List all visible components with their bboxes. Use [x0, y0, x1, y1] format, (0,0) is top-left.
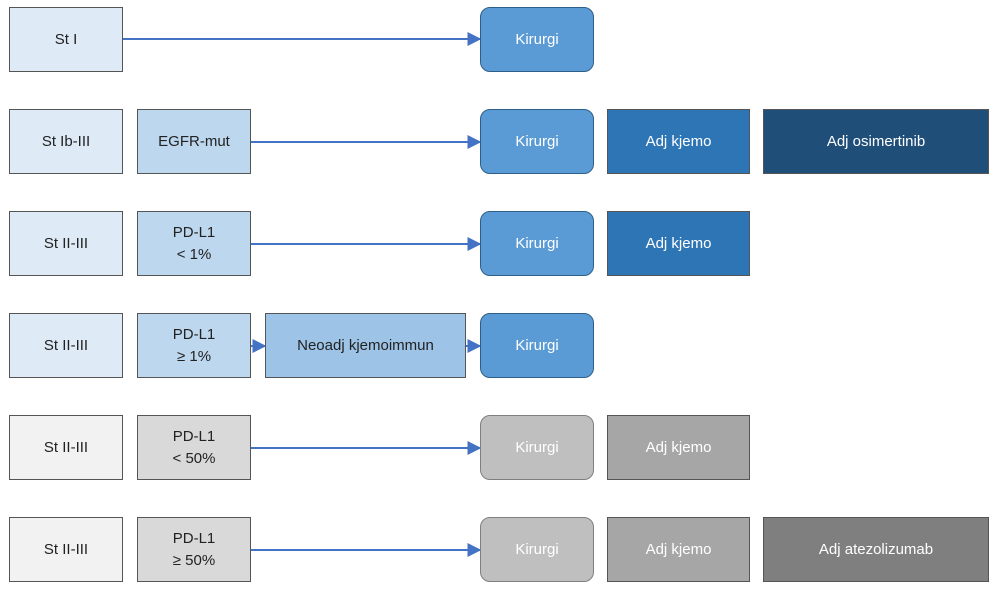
neoadjuvant-box-row-4: Neoadj kjemoimmun: [265, 313, 466, 378]
marker-box-row-3: PD-L1 < 1%: [137, 211, 251, 276]
surgery-label: Kirurgi: [515, 540, 559, 558]
neoadjuvant-label: Neoadj kjemoimmun: [297, 336, 434, 354]
surgery-box-row-6: Kirurgi: [480, 517, 594, 582]
stage-box-row-2: St Ib-III: [9, 109, 123, 174]
stage-label: St II-III: [43, 438, 89, 456]
marker-label: EGFR-mut: [158, 132, 230, 150]
stage-box-row-4: St II-III: [9, 313, 123, 378]
stage-box-row-5: St II-III: [9, 415, 123, 480]
adjuvant-box-row-2: Adj kjemo: [607, 109, 750, 174]
adjuvant-label: Adj kjemo: [645, 234, 712, 252]
adjuvant-box-row-3: Adj kjemo: [607, 211, 750, 276]
adjuvant-label: Adj kjemo: [645, 132, 712, 150]
surgery-label: Kirurgi: [515, 336, 559, 354]
surgery-label: Kirurgi: [515, 438, 559, 456]
surgery-box-row-4: Kirurgi: [480, 313, 594, 378]
marker-box-row-6: PD-L1 ≥ 50%: [137, 517, 251, 582]
adjuvant2-label: Adj osimertinib: [826, 132, 926, 150]
adjuvant2-label: Adj atezolizumab: [818, 540, 934, 558]
surgery-box-row-1: Kirurgi: [480, 7, 594, 72]
stage-label: St II-III: [43, 336, 89, 354]
stage-box-row-6: St II-III: [9, 517, 123, 582]
surgery-label: Kirurgi: [515, 30, 559, 48]
stage-label: St II-III: [43, 234, 89, 252]
stage-box-row-1: St I: [9, 7, 123, 72]
stage-label: St Ib-III: [41, 132, 91, 150]
stage-label: St I: [54, 30, 78, 48]
surgery-box-row-3: Kirurgi: [480, 211, 594, 276]
stage-box-row-3: St II-III: [9, 211, 123, 276]
surgery-label: Kirurgi: [515, 132, 559, 150]
adjuvant-box-row-6: Adj kjemo: [607, 517, 750, 582]
stage-label: St II-III: [43, 540, 89, 558]
marker-label: PD-L1 < 50%: [172, 427, 216, 467]
marker-box-row-2: EGFR-mut: [137, 109, 251, 174]
marker-box-row-4: PD-L1 ≥ 1%: [137, 313, 251, 378]
adjuvant-label: Adj kjemo: [645, 540, 712, 558]
marker-box-row-5: PD-L1 < 50%: [137, 415, 251, 480]
marker-label: PD-L1 < 1%: [172, 223, 216, 263]
adjuvant2-box-row-6: Adj atezolizumab: [763, 517, 989, 582]
surgery-label: Kirurgi: [515, 234, 559, 252]
surgery-box-row-5: Kirurgi: [480, 415, 594, 480]
marker-label: PD-L1 ≥ 50%: [172, 529, 216, 569]
adjuvant2-box-row-2: Adj osimertinib: [763, 109, 989, 174]
adjuvant-label: Adj kjemo: [645, 438, 712, 456]
surgery-box-row-2: Kirurgi: [480, 109, 594, 174]
marker-label: PD-L1 ≥ 1%: [172, 325, 216, 365]
adjuvant-box-row-5: Adj kjemo: [607, 415, 750, 480]
